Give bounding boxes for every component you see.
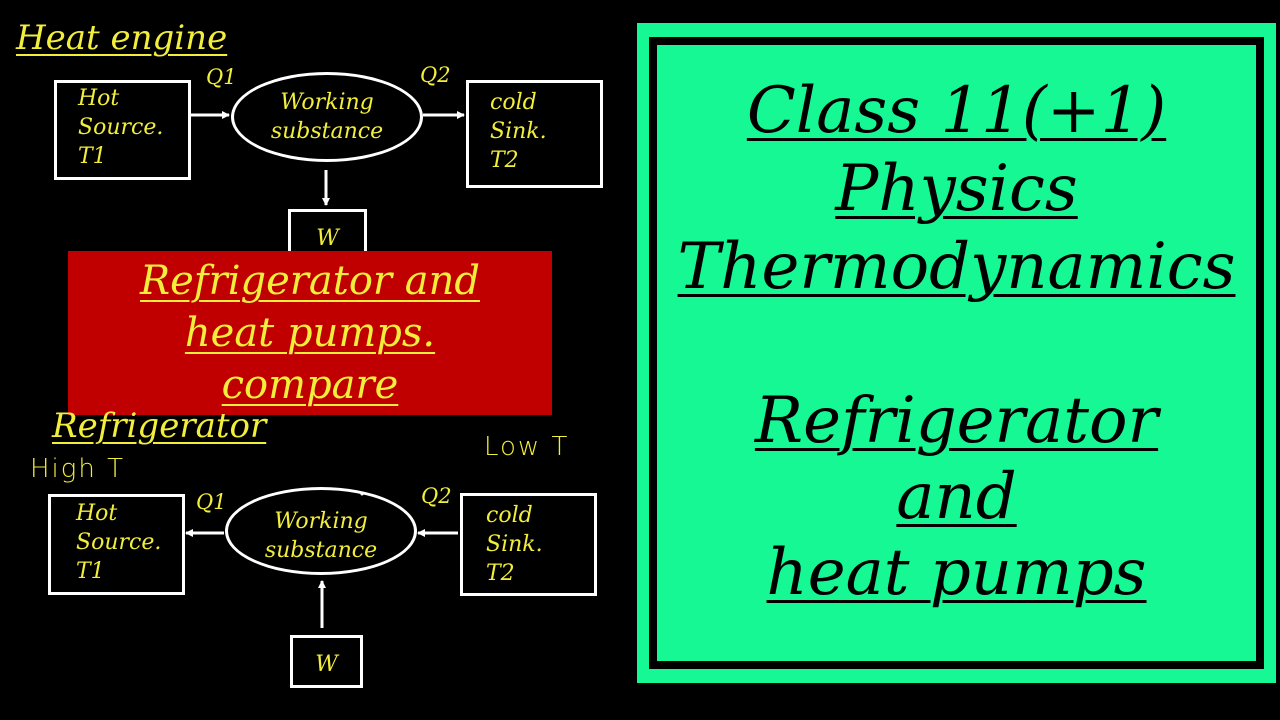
cold-sink-label-2: cold Sink. T2 — [486, 503, 543, 586]
hot-source-box-2 — [48, 494, 185, 595]
work-label: W — [316, 226, 339, 251]
hot-source-label-2: Hot Source. T1 — [76, 501, 162, 584]
panel-subject: Physics — [835, 152, 1078, 226]
working-substance-label: Working substance — [270, 90, 384, 144]
panel-topic: Thermodynamics — [677, 230, 1236, 304]
panel-heat-pumps: heat pumps — [766, 536, 1147, 610]
working-substance-label-2: Working substance — [264, 509, 378, 563]
cold-sink-label: cold Sink. T2 — [490, 90, 547, 173]
hot-source-label: Hot Source. T1 — [78, 86, 164, 169]
banner-line-2: heat pumps. — [184, 310, 436, 356]
q2-label: Q2 — [420, 63, 451, 87]
q2-label-2: Q2 — [421, 484, 452, 508]
banner-line-3: compare — [221, 362, 399, 408]
low-t-note: Low T — [484, 432, 570, 462]
panel-and: and — [896, 460, 1017, 534]
refrigerator-title: Refrigerator — [52, 406, 267, 446]
panel-class: Class 11(+1) — [746, 74, 1167, 148]
cold-sink-box-2 — [460, 493, 597, 596]
working-substance-ellipse — [231, 72, 423, 162]
q1-label-2: Q1 — [196, 490, 227, 514]
high-t-note: High T — [30, 454, 126, 484]
title-panel: Class 11(+1) Physics Thermodynamics Refr… — [634, 20, 1279, 686]
title-panel-frame: Class 11(+1) Physics Thermodynamics Refr… — [649, 37, 1264, 669]
panel-refrigerator: Refrigerator — [754, 384, 1159, 458]
heat-engine-title: Heat engine — [16, 18, 228, 58]
work-box-2 — [290, 635, 363, 688]
banner-line-1: Refrigerator and — [140, 258, 480, 304]
cold-sink-box — [466, 80, 603, 188]
hot-source-box — [54, 80, 191, 180]
work-label-2: W — [315, 652, 338, 677]
compare-banner: Refrigerator and heat pumps. compare — [68, 251, 552, 415]
working-substance-ellipse-2 — [225, 487, 417, 575]
q1-label: Q1 — [206, 65, 237, 89]
flow-arrows — [185, 111, 465, 628]
